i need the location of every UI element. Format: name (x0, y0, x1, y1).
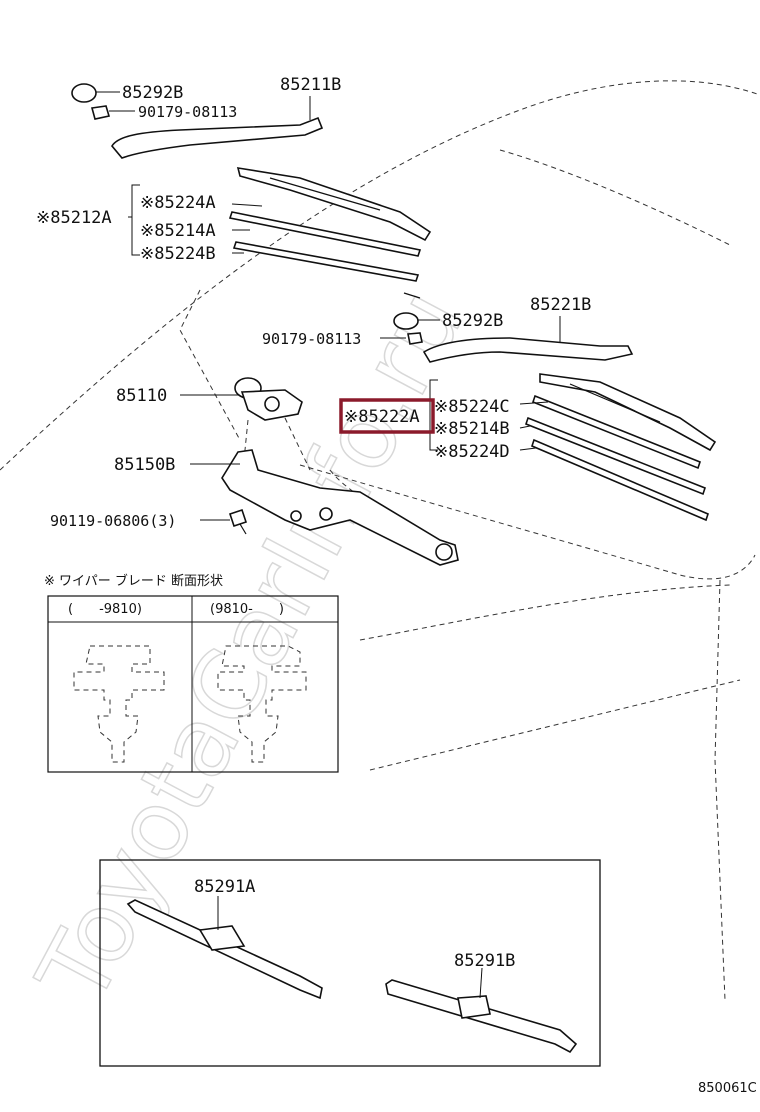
label-85212a: ※85212A (36, 208, 112, 228)
bracket-85222a (429, 379, 549, 451)
wiper-motor-85110 (180, 377, 311, 471)
label-90179-top: 90179-08113 (138, 103, 237, 121)
label-85150b: 85150B (114, 455, 175, 475)
label-85291b: 85291B (454, 951, 515, 971)
label-85292b-mid: 85292B (442, 311, 503, 331)
label-85224a: ※85224A (140, 193, 216, 213)
blade-assembly-top (228, 167, 432, 299)
label-85224c: ※85224C (434, 397, 510, 417)
section-col2: (9810- ) (210, 602, 284, 617)
label-85110: 85110 (116, 386, 167, 406)
section-col1: ( -9810) (68, 602, 142, 617)
nut-90179-top (90, 105, 135, 120)
body-outline (0, 80, 760, 1001)
label-85214a: ※85214A (140, 221, 216, 241)
label-90179-mid: 90179-08113 (262, 330, 361, 348)
bracket-85212a (128, 184, 263, 256)
nut-90179-mid (380, 332, 423, 345)
bolt-90119 (200, 508, 248, 535)
cross-section-table: ※ ワイパー ブレード 断面形状 ( -9810) (9810- ) (44, 573, 339, 773)
label-85224d: ※85224D (434, 442, 510, 462)
wiper-arm-85211b (111, 96, 324, 159)
label-85291a: 85291A (194, 877, 255, 897)
diagram-code: 850061C (698, 1081, 757, 1096)
label-90119: 90119-06806(3) (50, 512, 176, 530)
cap-85292b-mid (393, 312, 440, 330)
section-title: ※ ワイパー ブレード 断面形状 (44, 573, 223, 589)
label-85211b: 85211B (280, 75, 341, 95)
cap-85292b-top (71, 83, 120, 103)
wiper-arm-85221b (422, 316, 634, 363)
highlight-box (339, 398, 435, 434)
blade-assembly-mid (525, 373, 717, 522)
label-85292b-top: 85292B (122, 83, 183, 103)
label-85221b: 85221B (530, 295, 591, 315)
label-85214b: ※85214B (434, 419, 510, 439)
wiper-linkage-85150b (190, 449, 459, 566)
label-85222a: ※85222A (344, 407, 420, 427)
label-85224b: ※85224B (140, 244, 216, 264)
blade-inset (99, 859, 601, 1067)
